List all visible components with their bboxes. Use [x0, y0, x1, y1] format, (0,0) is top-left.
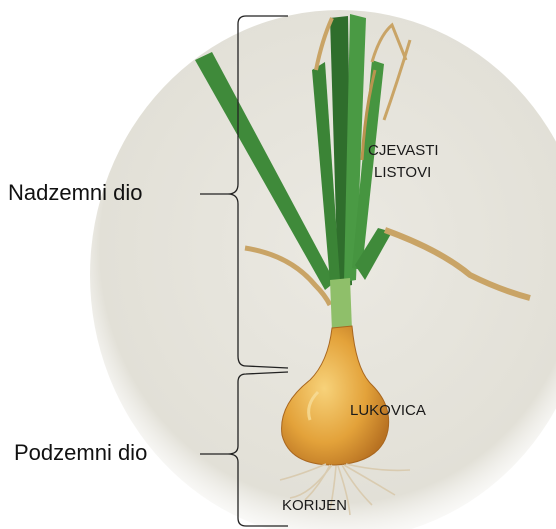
label-leaves-line1: CJEVASTI — [368, 140, 439, 162]
label-below-ground: Podzemni dio — [14, 440, 147, 466]
label-leaves-line2: LISTOVI — [374, 162, 431, 184]
label-root: KORIJEN — [282, 495, 347, 517]
label-bulb: LUKOVICA — [350, 400, 426, 422]
label-above-ground: Nadzemni dio — [8, 180, 143, 206]
neck — [330, 278, 352, 332]
